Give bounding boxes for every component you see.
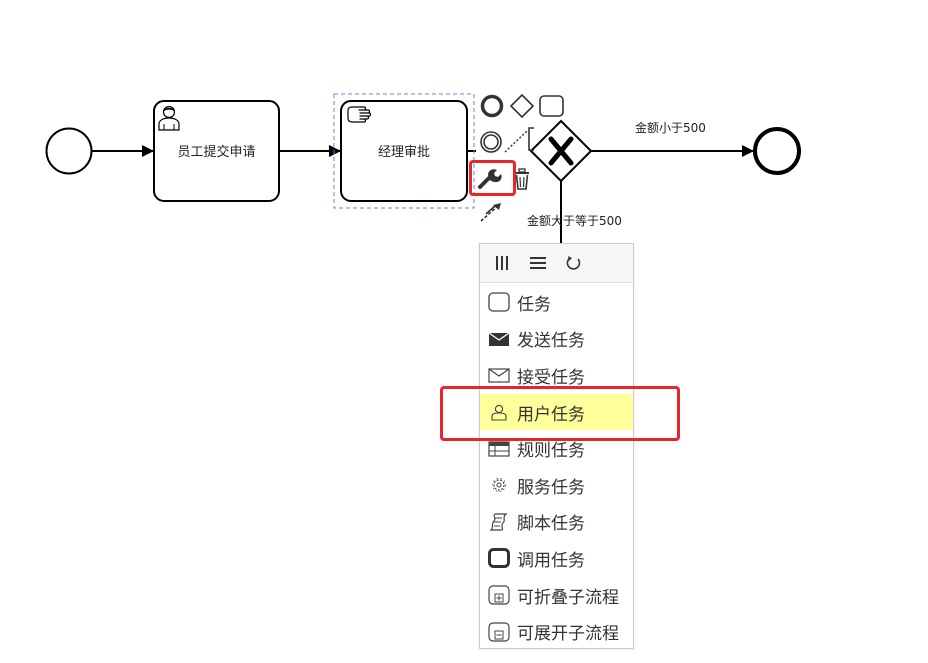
menu-item-label: 调用任务: [517, 550, 585, 571]
gateway-x-marker: [548, 136, 574, 166]
menu-item-task[interactable]: 任务: [480, 284, 633, 321]
menu-item-business-rule-task[interactable]: 规则任务: [480, 430, 633, 467]
menu-item-collapsed-subprocess[interactable]: 可折叠子流程: [480, 577, 633, 614]
menu-item-script-task[interactable]: 脚本任务: [480, 504, 633, 541]
menu-item-user-task[interactable]: 用户任务: [480, 393, 633, 431]
annotation-icon[interactable]: [504, 127, 534, 153]
append-task-icon[interactable]: [539, 95, 564, 117]
manual-hand-icon: [347, 106, 372, 123]
end-event[interactable]: [753, 127, 801, 175]
menu-item-service-task[interactable]: 服务任务: [480, 467, 633, 504]
task-manager-approval-label: 经理审批: [378, 145, 430, 160]
business-rule-icon: [487, 438, 511, 460]
task-manager-approval[interactable]: 经理审批: [340, 100, 468, 202]
service-task-icon: [487, 474, 511, 496]
parallel-multi-instance-icon[interactable]: [490, 251, 514, 275]
sequential-multi-instance-icon[interactable]: [526, 251, 550, 275]
flow-label-amount-greater-equal[interactable]: 金额大于等于500: [527, 213, 622, 228]
menu-item-label: 用户任务: [517, 404, 585, 425]
selection-outline: [333, 93, 475, 209]
menu-item-label: 接受任务: [517, 367, 585, 388]
script-task-icon: [487, 511, 511, 533]
context-pad: [478, 93, 564, 222]
menu-item-label: 可展开子流程: [517, 624, 619, 645]
menu-item-label: 任务: [517, 294, 551, 315]
task-submit-request-label: 员工提交申请: [177, 144, 255, 160]
append-intermediate-event-icon[interactable]: [480, 131, 502, 153]
menu-item-receive-task[interactable]: 接受任务: [480, 357, 633, 394]
menu-item-label: 服务任务: [517, 477, 585, 498]
delete-icon[interactable]: [515, 168, 529, 190]
menu-item-label: 发送任务: [517, 331, 585, 352]
menu-item-label: 脚本任务: [517, 514, 585, 535]
start-event[interactable]: [45, 127, 93, 175]
replace-menu-list: 任务 发送任务 接受任务 用户任务 规则任务 服务任务 脚本任务 调用任务: [480, 283, 633, 650]
receive-task-icon: [487, 364, 511, 386]
menu-item-label: 可折叠子流程: [517, 587, 619, 608]
connect-icon[interactable]: [480, 203, 501, 222]
replace-menu-header: [480, 244, 633, 283]
collapsed-subprocess-icon: [487, 584, 511, 606]
user-task-icon: [487, 401, 511, 423]
expanded-subprocess-icon: [487, 621, 511, 643]
append-gateway-icon[interactable]: [509, 93, 535, 119]
task-submit-request[interactable]: 员工提交申请: [153, 100, 280, 202]
call-activity-icon: [487, 547, 511, 569]
menu-item-send-task[interactable]: 发送任务: [480, 321, 633, 358]
user-icon: [158, 105, 180, 131]
loop-icon[interactable]: [562, 251, 586, 275]
menu-item-expanded-subprocess[interactable]: 可展开子流程: [480, 613, 633, 650]
menu-item-call-activity[interactable]: 调用任务: [480, 540, 633, 577]
flow-label-amount-less[interactable]: 金额小于500: [635, 120, 706, 135]
replace-menu: 任务 发送任务 接受任务 用户任务 规则任务 服务任务 脚本任务 调用任务: [479, 243, 634, 649]
wrench-icon[interactable]: [478, 169, 502, 189]
task-icon: [487, 291, 511, 313]
append-start-event-icon[interactable]: [480, 94, 504, 118]
send-task-icon: [487, 328, 511, 350]
exclusive-gateway[interactable]: [529, 119, 593, 183]
menu-item-label: 规则任务: [517, 441, 585, 462]
